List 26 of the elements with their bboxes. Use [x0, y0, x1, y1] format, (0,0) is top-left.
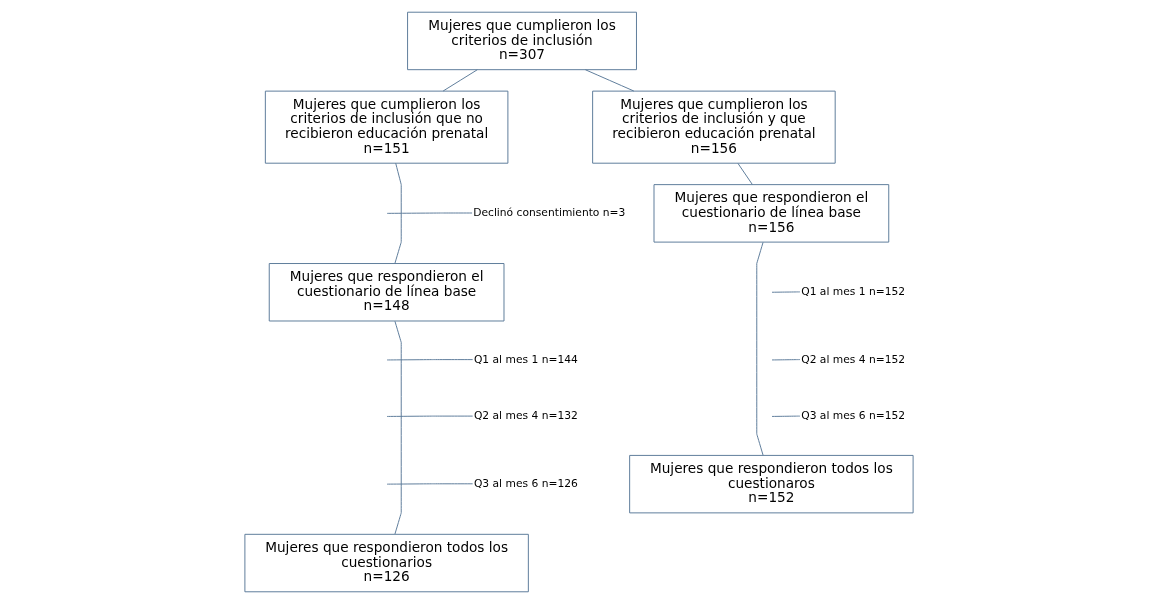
- connector: [771, 291, 800, 293]
- connector: [755, 241, 764, 456]
- connector: [393, 162, 402, 264]
- node-text: Q2 al mes 4 n=132: [473, 409, 578, 423]
- connector: [386, 212, 473, 214]
- node-box: Mujeres que respondieron el cuestionario de línea base n=156: [653, 184, 889, 243]
- node-text: Q1 al mes 1 n=144: [473, 352, 578, 366]
- connector: [393, 320, 402, 535]
- node-box: Mujeres que respondieron todos los cuestionarios n=126: [243, 533, 529, 593]
- connector: [771, 415, 800, 417]
- node-box: Mujeres que cumplieron los criterios de inclusión que no recibieron educación prenatal n=151: [264, 90, 508, 164]
- node-text: Q3 al mes 6 n=126: [473, 476, 578, 490]
- node-box: Mujeres que cumplieron los criterios de inclusión y que recibieron educación prenatal n=156: [591, 90, 836, 164]
- node-box: Mujeres que respondieron todos los cuestionaros n=152: [628, 454, 914, 514]
- node-text: Q2 al mes 4 n=152: [800, 352, 905, 366]
- node-text: Q3 al mes 6 n=152: [800, 409, 905, 423]
- connector: [736, 162, 753, 185]
- connector: [771, 359, 800, 361]
- connector: [386, 483, 473, 485]
- connector: [386, 415, 473, 417]
- node-text: Declinó consentimiento n=3: [472, 206, 625, 220]
- connector: [386, 359, 473, 361]
- connector: [584, 69, 634, 92]
- node-box: Mujeres que respondieron el cuestionario de línea base n=148: [268, 263, 504, 322]
- node-text: Q1 al mes 1 n=152: [800, 284, 905, 298]
- node-box: Mujeres que cumplieron los criterios de inclusión n=307: [406, 11, 637, 71]
